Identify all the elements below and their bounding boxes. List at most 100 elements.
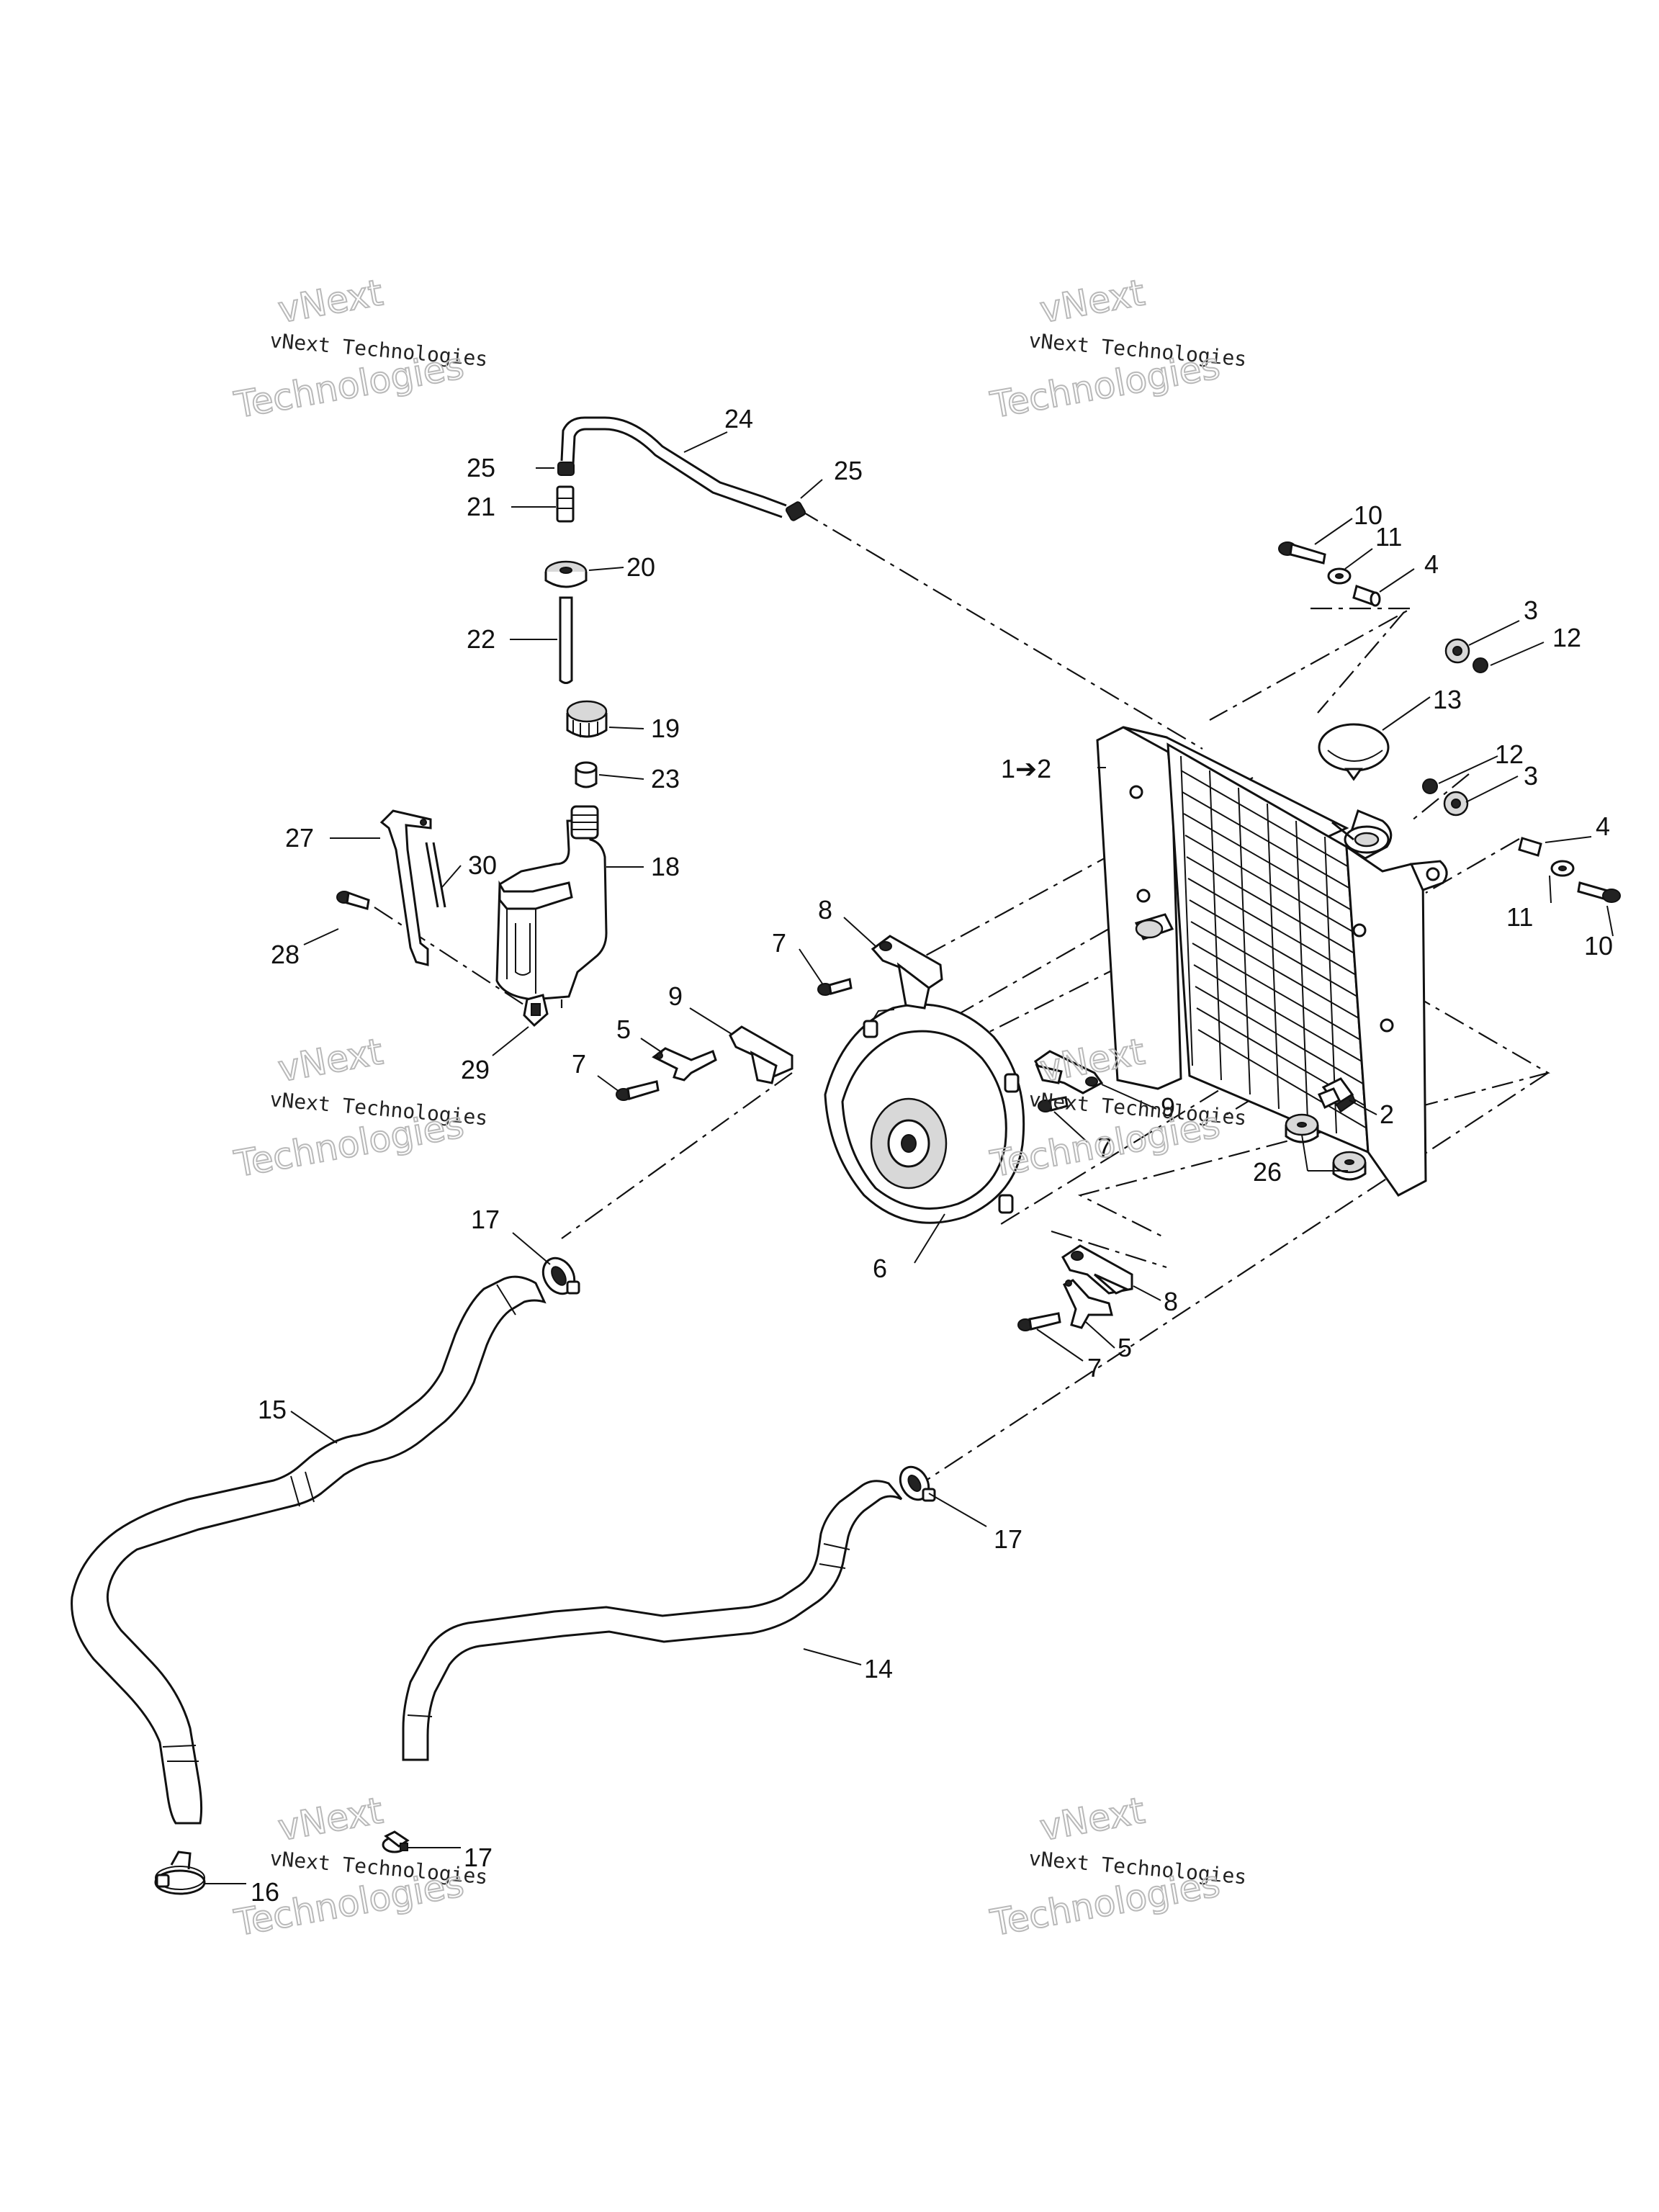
strap-30 bbox=[425, 842, 446, 908]
spacer-4-upper bbox=[1352, 585, 1381, 607]
hose-clamp-17-middle bbox=[899, 1465, 936, 1502]
screw-7-lower bbox=[1017, 1312, 1061, 1331]
callout-7-lower: 7 bbox=[1087, 1353, 1102, 1382]
callout-12-lower: 12 bbox=[1495, 739, 1524, 769]
hose-clamp-25-right bbox=[785, 501, 806, 521]
watermark-bottom-right: vNext vNext Technologies Technologies bbox=[986, 1789, 1248, 1945]
radiator-1 bbox=[1096, 726, 1448, 1197]
upper-hose-15 bbox=[71, 1275, 547, 1825]
coolant-reservoir-18 bbox=[495, 805, 608, 1001]
callout-4-upper: 4 bbox=[1424, 549, 1439, 579]
callout-9-left: 9 bbox=[668, 981, 683, 1011]
callout-17-lower: 17 bbox=[464, 1843, 493, 1872]
callout-12-upper: 12 bbox=[1552, 623, 1581, 652]
watermark-line-top: vNext bbox=[275, 1789, 386, 1848]
hose-clamp-17-upper bbox=[541, 1256, 580, 1295]
overflow-hose-24 bbox=[560, 416, 787, 518]
bracket-5-upper bbox=[652, 1047, 717, 1082]
watermark-bottom-left: vNext vNext Technologies Technologies bbox=[230, 1789, 489, 1945]
callout-19: 19 bbox=[651, 714, 680, 743]
screw-7-upper bbox=[817, 978, 853, 996]
callout-4-lower: 4 bbox=[1596, 811, 1610, 841]
watermark-line-top: vNext bbox=[1037, 271, 1148, 331]
callout-17-upper: 17 bbox=[471, 1205, 500, 1234]
grommet-26-left bbox=[1285, 1113, 1319, 1143]
bracket-5-lower bbox=[1063, 1279, 1113, 1329]
temperature-sensor-2 bbox=[1317, 1077, 1357, 1113]
screw-7-left bbox=[616, 1080, 660, 1101]
grommet-26-right bbox=[1332, 1151, 1367, 1181]
watermark-top-left: vNext vNext Technologies Technologies bbox=[230, 271, 489, 427]
radiator-core-fins bbox=[1180, 755, 1369, 1134]
callout-3-upper: 3 bbox=[1524, 595, 1538, 625]
screw-7-right bbox=[1038, 1096, 1069, 1112]
watermark-line-top: vNext bbox=[275, 1030, 386, 1089]
tube-22 bbox=[559, 596, 573, 684]
cooling-fan-6 bbox=[824, 1003, 1025, 1224]
watermark-line-top: vNext bbox=[1037, 1789, 1148, 1848]
callout-13: 13 bbox=[1433, 685, 1462, 714]
callout-24: 24 bbox=[724, 404, 753, 433]
bracket-9-right bbox=[1034, 1050, 1104, 1094]
callout-7-right: 7 bbox=[1097, 1133, 1112, 1162]
fitting-21 bbox=[556, 485, 575, 523]
callout-26: 26 bbox=[1253, 1157, 1282, 1187]
washer-11-lower bbox=[1550, 860, 1575, 877]
callout-18: 18 bbox=[651, 852, 680, 881]
callout-1-to-2: 1➔2 bbox=[1001, 754, 1051, 783]
callout-23: 23 bbox=[651, 764, 680, 793]
callout-30: 30 bbox=[468, 850, 497, 880]
watermark-line-top: vNext bbox=[275, 271, 386, 331]
watermark-top-right: vNext vNext Technologies Technologies bbox=[986, 271, 1248, 427]
callout-17-middle: 17 bbox=[994, 1524, 1022, 1554]
bracket-27 bbox=[379, 809, 432, 966]
callout-11-lower: 11 bbox=[1506, 902, 1533, 932]
radiator-cap-13 bbox=[1318, 723, 1390, 781]
callout-22: 22 bbox=[467, 624, 495, 654]
callout-labels: 24 25 25 21 20 22 19 23 18 27 30 28 29 1… bbox=[251, 404, 1613, 1907]
lower-hose-14 bbox=[402, 1480, 903, 1761]
callout-25-right: 25 bbox=[834, 456, 863, 485]
callout-5-lower: 5 bbox=[1118, 1333, 1132, 1362]
nut-12-lower bbox=[1422, 778, 1438, 794]
grommet-3-lower bbox=[1443, 791, 1469, 817]
callout-27: 27 bbox=[285, 823, 314, 853]
callout-14: 14 bbox=[864, 1654, 893, 1683]
bracket-8-upper bbox=[871, 935, 943, 1010]
spacer-4-lower bbox=[1518, 837, 1542, 857]
bracket-9-left bbox=[729, 1025, 793, 1084]
callout-9-right: 9 bbox=[1161, 1092, 1175, 1122]
callout-10-upper: 10 bbox=[1354, 500, 1382, 530]
callout-11-upper: 11 bbox=[1375, 522, 1402, 552]
callout-20: 20 bbox=[626, 552, 655, 582]
callout-7-left: 7 bbox=[572, 1049, 586, 1079]
callout-25-left: 25 bbox=[467, 453, 495, 482]
bracket-8-lower bbox=[1061, 1244, 1133, 1295]
clip-29 bbox=[523, 994, 549, 1028]
callout-16: 16 bbox=[251, 1877, 279, 1907]
callout-28: 28 bbox=[271, 940, 300, 969]
callout-6: 6 bbox=[873, 1254, 887, 1283]
nut-12-upper bbox=[1473, 657, 1488, 673]
bolt-10-upper bbox=[1278, 541, 1326, 565]
callout-8-lower: 8 bbox=[1164, 1287, 1178, 1316]
hose-clamp-25-upper bbox=[557, 462, 575, 476]
leader-lines bbox=[204, 431, 1614, 1884]
callout-2: 2 bbox=[1380, 1100, 1394, 1129]
seal-ring-23 bbox=[575, 761, 598, 788]
washer-11-upper bbox=[1327, 567, 1352, 585]
hose-clamp-16 bbox=[154, 1851, 206, 1895]
grommet-3-upper bbox=[1444, 638, 1470, 664]
callout-7-upper: 7 bbox=[772, 928, 786, 958]
bolt-10-lower bbox=[1577, 881, 1621, 903]
callout-10-lower: 10 bbox=[1584, 931, 1613, 961]
hose-clamp-17-lower bbox=[382, 1830, 410, 1853]
callout-5-upper: 5 bbox=[616, 1015, 631, 1044]
callout-29: 29 bbox=[461, 1055, 490, 1084]
callout-3-lower: 3 bbox=[1524, 761, 1538, 791]
watermark-middle-left: vNext vNext Technologies Technologies bbox=[230, 1030, 489, 1186]
callout-15: 15 bbox=[258, 1395, 287, 1424]
grommet-20 bbox=[544, 560, 588, 588]
reservoir-cap-19 bbox=[566, 700, 608, 738]
